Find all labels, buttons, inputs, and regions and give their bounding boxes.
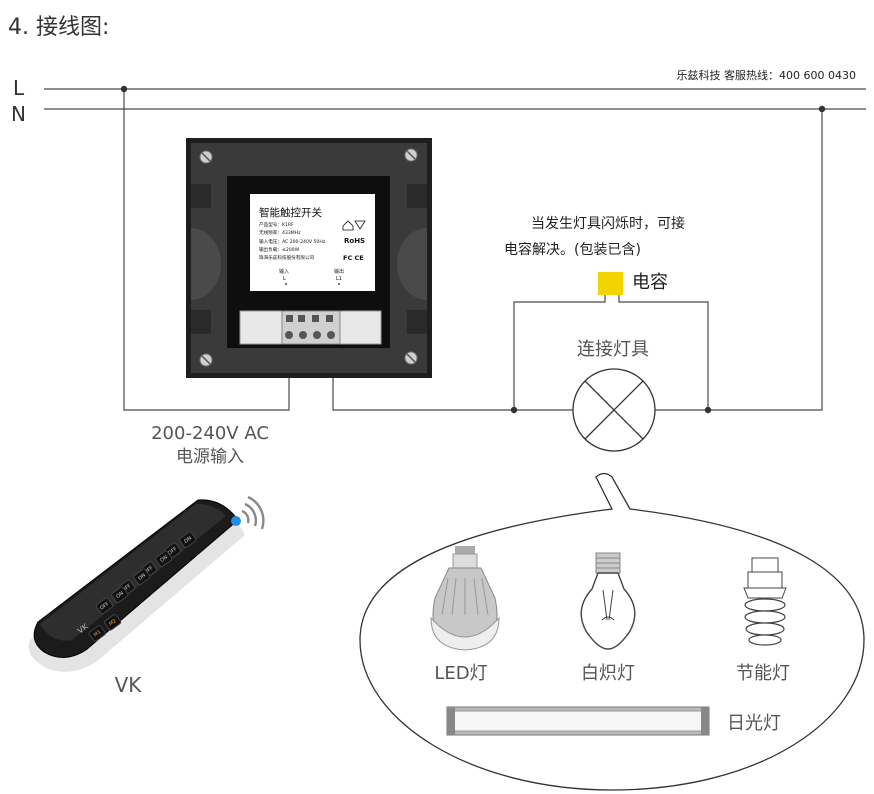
switch-spec-label (250, 194, 375, 291)
capacitor-note-line2: 电容解决。(包装已含) (504, 241, 641, 258)
wire-cap-right (618, 295, 709, 410)
switch-model: 产品型号：K1RF (259, 221, 294, 228)
capacitor-label: 电容 (632, 272, 668, 293)
remote-label: VK (115, 673, 143, 697)
switch-load: 输出负载：≤200W (259, 246, 300, 253)
svg-text:OFF: OFF (99, 601, 110, 612)
recycle-bin-icon (354, 220, 366, 230)
screw-icon (404, 148, 418, 162)
junction-dot (818, 105, 826, 113)
remote-buttons: OFF ON OFF ON OFF ON OFF ON (88, 531, 197, 642)
incandescent-label: 白炽灯 (581, 663, 635, 684)
lamp-label: 连接灯具 (577, 339, 649, 360)
line-l-label: L (13, 76, 25, 100)
output-terminal: L1 (336, 276, 342, 282)
junction-dot (704, 406, 712, 414)
lamp-symbol-icon (572, 368, 656, 452)
rohs-mark: RoHS (344, 237, 365, 245)
input-terminal: L (283, 276, 286, 282)
home-icon (342, 220, 354, 231)
wire-cap-left (513, 295, 606, 410)
led-bulb-icon (430, 546, 500, 651)
wire-n-drop (708, 109, 823, 411)
screw-icon (404, 351, 418, 365)
svg-text:OFF: OFF (121, 583, 132, 594)
switch-freq: 无线频率：433MHz (259, 229, 301, 236)
tube-label: 日光灯 (727, 713, 781, 734)
output-label: 输出 (334, 268, 344, 275)
switch-name: 智能触控开关 (259, 206, 322, 219)
cfl-label: 节能灯 (736, 663, 790, 684)
page-title: 4. 接线图: (8, 15, 109, 40)
power-input-label: 电源输入 (176, 447, 244, 467)
line-n-label: N (11, 102, 26, 126)
capacitor-note-line1: 当发生灯具闪烁时，可接 (531, 215, 685, 232)
svg-text:M1: M1 (93, 629, 103, 638)
terminal-screws (285, 315, 335, 339)
screw-icon (199, 150, 213, 164)
svg-text:ON: ON (183, 535, 193, 545)
remote-control: OFF ON OFF ON OFF ON OFF ON (28, 499, 245, 672)
power-input-voltage: 200-240V AC (151, 423, 269, 444)
capacitor-icon (598, 272, 623, 295)
svg-text:OFF: OFF (143, 565, 154, 576)
junction-dot (120, 85, 128, 93)
incandescent-bulb-icon (580, 552, 636, 650)
fc-ce-mark: FC CE (343, 254, 364, 262)
cfl-bulb-icon (743, 557, 787, 646)
screw-icon (199, 353, 213, 367)
switch-input: 输入电压：AC 200-240V 50Hz (259, 238, 326, 245)
smart-switch-panel: 智能触控开关 产品型号：K1RF 无线频率：433MHz 输入电压：AC 200… (186, 138, 432, 378)
svg-text:ON: ON (137, 572, 147, 582)
svg-text:ON: ON (159, 554, 169, 564)
fluorescent-tube-icon (446, 706, 710, 736)
input-label: 输入 (279, 268, 289, 275)
svg-text:M2: M2 (108, 618, 118, 627)
switch-company: 珠海乐兹科技股份有限公司 (259, 254, 315, 261)
svg-text:ON: ON (115, 590, 125, 600)
svg-text:OFF: OFF (167, 546, 178, 557)
junction-dot (510, 406, 518, 414)
hotline-text: 乐兹科技 客服热线：400 600 0430 (677, 68, 856, 82)
wireless-signal-icon (231, 495, 265, 530)
wires (44, 88, 866, 411)
led-label: LED灯 (434, 663, 487, 684)
